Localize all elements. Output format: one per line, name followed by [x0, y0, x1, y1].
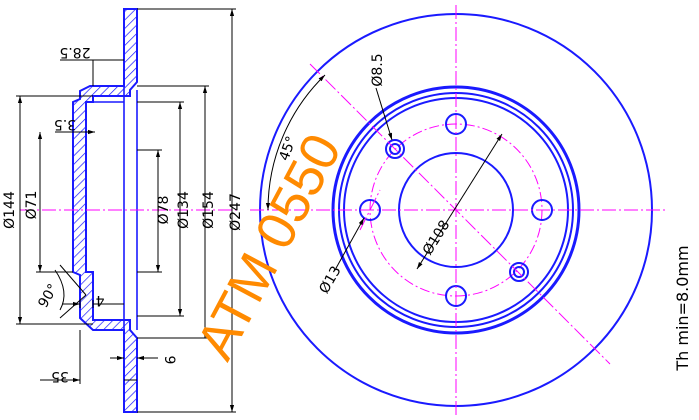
- disc-section: [72, 8, 138, 413]
- dim-247: Ø247: [228, 193, 244, 231]
- front-view: 45° Ø8.5 Ø108 Ø13: [250, 5, 665, 418]
- hole-8-5: Ø8.5: [370, 53, 386, 86]
- side-section-view: 28.5 3.5 Ø144 Ø71 Ø78 Ø134 Ø154 Ø247 90°…: [2, 8, 244, 413]
- dim-71: Ø71: [24, 191, 40, 220]
- dim-9: 9: [161, 356, 177, 365]
- angle-90: 90°: [35, 281, 61, 311]
- dim-154: Ø154: [201, 191, 217, 229]
- min-thickness-note: Th min=8.0mm: [673, 245, 692, 371]
- pcd-108: Ø108: [420, 218, 454, 258]
- dim-144: Ø144: [2, 191, 18, 229]
- dim-4: 4: [95, 292, 104, 308]
- dim-78: Ø78: [156, 196, 172, 225]
- dim-35: 35: [51, 368, 69, 384]
- pin-hole: [509, 262, 529, 282]
- pin-hole: [385, 139, 405, 159]
- dim-134: Ø134: [176, 191, 192, 229]
- watermark-text: ATM 0550: [185, 124, 353, 369]
- dim-28-5: 28.5: [59, 44, 90, 60]
- angle-45: 45°: [276, 134, 300, 163]
- dim-3-5: 3.5: [54, 116, 76, 132]
- hole-13: Ø13: [316, 264, 344, 297]
